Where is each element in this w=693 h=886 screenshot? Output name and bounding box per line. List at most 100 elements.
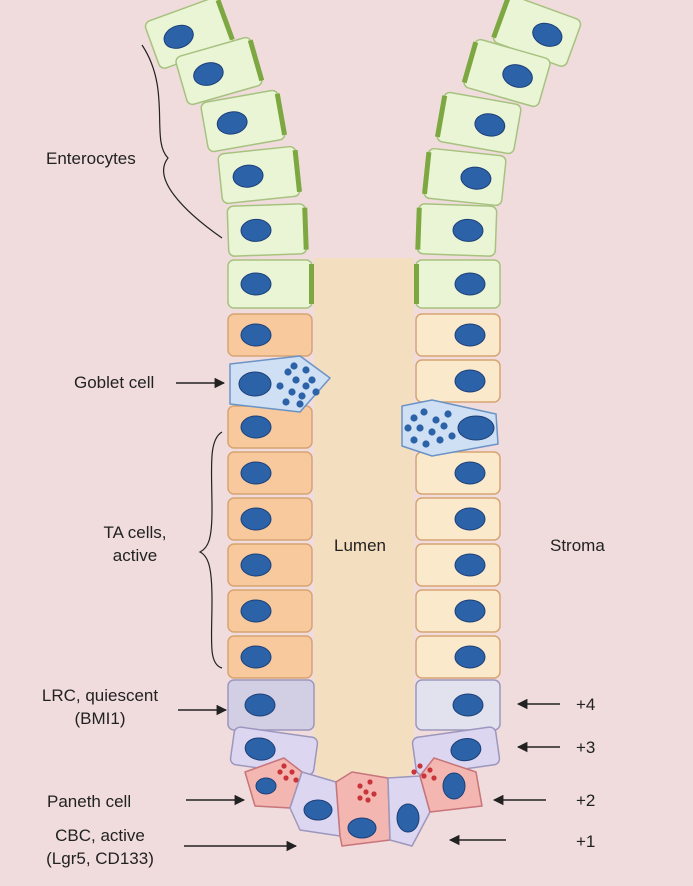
ta-cell xyxy=(228,498,312,540)
nucleus xyxy=(455,508,485,530)
mucin-granule xyxy=(436,436,443,443)
nucleus xyxy=(455,554,485,576)
nucleus xyxy=(397,804,419,832)
mucin-granule xyxy=(296,400,303,407)
ta-cell xyxy=(416,636,500,678)
mucin-granule xyxy=(404,424,411,431)
mucin-granule xyxy=(432,416,439,423)
mucin-granule xyxy=(290,362,297,369)
paneth-granule xyxy=(363,789,368,794)
nucleus xyxy=(241,508,271,530)
position-label-plus3: +3 xyxy=(576,737,595,759)
enterocyte-cell xyxy=(228,260,314,308)
mucin-granule xyxy=(292,376,299,383)
ta-cell xyxy=(416,590,500,632)
nucleus xyxy=(241,219,272,242)
mucin-granule xyxy=(298,392,305,399)
ta-cells-label-line1: TA cells, xyxy=(82,522,188,544)
paneth-granule xyxy=(357,783,362,788)
mucin-granule xyxy=(288,388,295,395)
mucin-granule xyxy=(410,414,417,421)
nucleus xyxy=(245,694,275,716)
mucin-granule xyxy=(428,428,435,435)
brush-border xyxy=(414,264,419,304)
paneth-cell-label: Paneth cell xyxy=(47,791,131,813)
paneth-granule xyxy=(367,779,372,784)
position-label-plus4: +4 xyxy=(576,694,595,716)
mucin-granule xyxy=(302,366,309,373)
position-label-plus1: +1 xyxy=(576,831,595,853)
nucleus xyxy=(241,273,271,295)
mucin-granule xyxy=(302,382,309,389)
paneth-granule xyxy=(431,775,436,780)
paneth-granule xyxy=(365,797,370,802)
ta-cell xyxy=(416,360,500,402)
stroma-label: Stroma xyxy=(550,535,605,557)
nucleus xyxy=(443,773,465,799)
nucleus xyxy=(256,778,276,794)
paneth-granule xyxy=(427,767,432,772)
enterocyte-cell xyxy=(227,204,309,257)
nucleus xyxy=(455,324,485,346)
ta-cell xyxy=(228,590,312,632)
enterocytes-label: Enterocytes xyxy=(46,148,136,170)
paneth-granule xyxy=(277,769,282,774)
enterocyte-cell xyxy=(422,148,507,206)
nucleus xyxy=(455,646,485,668)
cbc-label-line1: CBC, active xyxy=(32,825,168,847)
ta-cell xyxy=(416,498,500,540)
paneth-granule xyxy=(411,769,416,774)
paneth-granule xyxy=(421,773,426,778)
mucin-granule xyxy=(420,408,427,415)
paneth-granule xyxy=(283,775,288,780)
ta-cell xyxy=(416,452,500,494)
nucleus xyxy=(304,800,332,820)
enterocyte-cell xyxy=(414,260,500,308)
nucleus xyxy=(453,219,484,242)
paneth-granule xyxy=(417,763,422,768)
mucin-granule xyxy=(276,382,283,389)
paneth-granule xyxy=(357,795,362,800)
nucleus xyxy=(455,600,485,622)
ta-cell xyxy=(416,314,500,356)
nucleus xyxy=(241,646,271,668)
nucleus xyxy=(241,554,271,576)
ta-cell xyxy=(416,544,500,586)
ta-cell xyxy=(228,314,312,356)
paneth-cell xyxy=(336,772,390,846)
ta-cell xyxy=(228,544,312,586)
nucleus xyxy=(241,416,271,438)
mucin-granule xyxy=(440,422,447,429)
nucleus xyxy=(348,818,376,838)
enterocyte-cell xyxy=(218,146,303,204)
ta-cells-label-line2: active xyxy=(82,545,188,567)
brush-border xyxy=(309,264,314,304)
mucin-granule xyxy=(308,376,315,383)
nucleus xyxy=(455,462,485,484)
nucleus xyxy=(241,462,271,484)
mucin-granule xyxy=(410,436,417,443)
nucleus xyxy=(453,694,483,716)
mucin-granule xyxy=(422,440,429,447)
mucin-granule xyxy=(444,410,451,417)
mucin-granule xyxy=(416,424,423,431)
mucin-granule xyxy=(284,368,291,375)
nucleus xyxy=(239,372,271,396)
cbc-label-line2: (Lgr5, CD133) xyxy=(32,848,168,870)
nucleus xyxy=(455,370,485,392)
nucleus xyxy=(241,600,271,622)
goblet-cell-label: Goblet cell xyxy=(74,372,154,394)
lrc-label-line1: LRC, quiescent xyxy=(22,685,178,707)
lumen xyxy=(314,258,414,800)
enterocyte-cell xyxy=(415,204,497,257)
mucin-granule xyxy=(448,432,455,439)
lumen-label: Lumen xyxy=(334,535,386,557)
nucleus xyxy=(455,273,485,295)
lrc-cell xyxy=(416,680,500,730)
mucin-granule xyxy=(282,398,289,405)
nucleus xyxy=(458,416,494,440)
paneth-granule xyxy=(293,777,298,782)
paneth-granule xyxy=(289,769,294,774)
ta-cell xyxy=(228,636,312,678)
